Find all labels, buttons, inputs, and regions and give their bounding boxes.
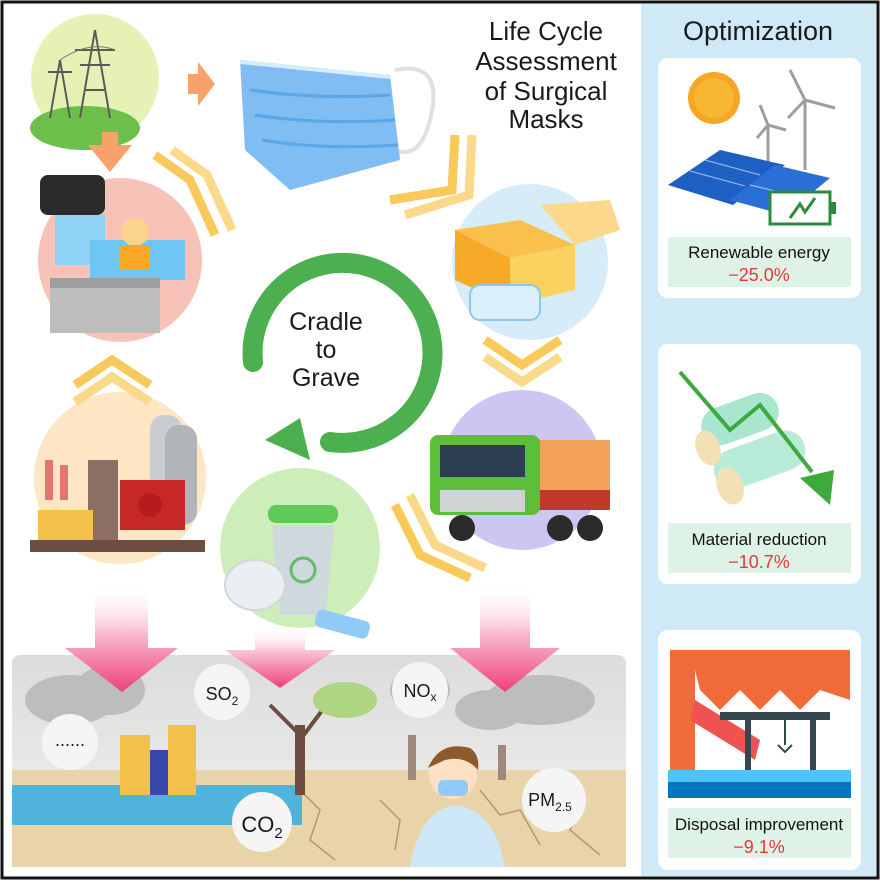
battery-icon — [768, 190, 836, 226]
stage-manufacturing — [38, 175, 202, 342]
used-mask-icon — [224, 559, 371, 639]
title-line-4: Masks — [508, 104, 583, 134]
stage-disposal — [220, 468, 380, 639]
cycle-line-1: Cradle — [289, 308, 363, 336]
cycle-arrowhead-icon — [265, 418, 310, 460]
arrow-down-icon — [88, 132, 132, 172]
mask-machine-icon — [40, 175, 185, 333]
city-buildings — [120, 725, 196, 795]
pollutant-main: PM — [528, 790, 555, 810]
stage-transport — [430, 390, 610, 550]
stage-power-grid — [30, 14, 159, 150]
stage-packaging — [452, 184, 620, 340]
pollutant-other: ...... — [42, 714, 98, 770]
chevron-icon — [482, 353, 563, 388]
pollutant-subscript: x — [431, 690, 437, 704]
chevron-icon — [72, 371, 153, 406]
stage-surgical-mask — [239, 60, 436, 190]
dead-tree-icon — [268, 682, 377, 795]
chevrons — [72, 134, 563, 583]
pollutant-pm25: PM2.5 — [522, 768, 586, 832]
optimization-panel: Optimization — [641, 4, 876, 876]
title-line-1: Life Cycle — [489, 16, 603, 46]
pollutant-ellipsis: ...... — [55, 730, 85, 750]
title-line-3: of Surgical — [485, 76, 608, 106]
power-tower-icon — [48, 29, 116, 119]
card-material-reduction: Material reduction −10.7% — [658, 344, 861, 584]
svg-text:NOx: NOx — [404, 681, 437, 704]
pollutant-main: CO — [241, 812, 274, 837]
card-label-bg — [668, 808, 851, 858]
pollutant-nox: NOx — [392, 662, 448, 718]
emission-arrow-icon — [225, 625, 335, 688]
card-renewable-energy: Renewable energy −25.0% — [658, 58, 861, 298]
cycle-arrow-icon — [242, 252, 443, 453]
chevron-icon — [152, 151, 220, 237]
truck-icon — [430, 435, 610, 541]
pollutant-co2: CO2 — [232, 792, 292, 852]
card-value: −10.7% — [728, 552, 790, 572]
chevron-icon — [169, 146, 237, 232]
sun-icon — [688, 72, 740, 124]
pollutant-main: SO — [206, 684, 232, 704]
trash-bin-icon — [268, 505, 338, 615]
wind-turbine-icon — [755, 69, 836, 170]
optimization-heading: Optimization — [683, 16, 833, 46]
chevron-icon — [72, 354, 153, 389]
pollutant-subscript: 2 — [232, 694, 239, 708]
cradle-to-grave-cycle: Cradle to Grave — [242, 252, 443, 460]
chevron-icon — [390, 502, 472, 583]
emission-arrows — [65, 585, 560, 692]
card-disposal-improvement: Disposal improvement −9.1% — [658, 630, 861, 870]
card-value: −25.0% — [728, 265, 790, 285]
chevron-icon — [405, 492, 487, 573]
arrow-right-icon — [188, 62, 215, 106]
card-label: Material reduction — [691, 530, 826, 549]
card-value: −9.1% — [733, 837, 785, 857]
environment-scene: SO2 NOx CO2 PM2.5 ...... — [12, 655, 626, 867]
stage-raw-materials — [30, 392, 206, 564]
svg-text:CO2: CO2 — [241, 812, 282, 842]
chevron-icon — [403, 134, 477, 220]
title-line-2: Assessment — [475, 46, 617, 76]
chevron-icon — [389, 134, 460, 205]
smokestack-icon — [408, 735, 506, 780]
svg-text:PM2.5: PM2.5 — [528, 790, 572, 814]
trend-down-arrow-icon — [678, 370, 834, 505]
main-title: Life Cycle Assessment of Surgical Masks — [475, 16, 617, 134]
card-label-bg — [668, 237, 851, 287]
cycle-line-2: to — [316, 336, 337, 364]
incinerator-machine-icon — [668, 650, 851, 798]
box-icon — [455, 200, 620, 321]
emission-arrow-icon — [65, 585, 178, 692]
pollutant-subscript: 2 — [274, 825, 282, 842]
factory-icon — [30, 415, 205, 552]
emission-arrow-icon — [450, 585, 560, 692]
card-label: Disposal improvement — [675, 815, 843, 834]
surgical-mask-icon — [239, 60, 436, 190]
card-label: Renewable energy — [688, 243, 830, 262]
cycle-line-3: Grave — [292, 364, 360, 392]
svg-text:SO2: SO2 — [206, 684, 239, 708]
chevron-icon — [482, 336, 563, 371]
card-label-bg — [668, 523, 851, 573]
person-wearing-mask-icon — [410, 746, 505, 867]
pollutant-subscript: 2.5 — [555, 800, 572, 814]
flow-arrows — [88, 62, 215, 172]
pollutant-main: NO — [404, 681, 431, 701]
pollutant-so2: SO2 — [194, 664, 250, 720]
